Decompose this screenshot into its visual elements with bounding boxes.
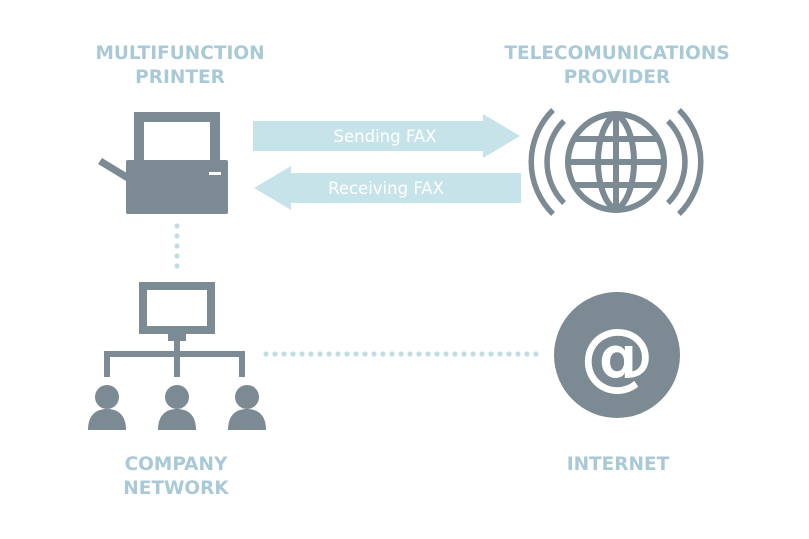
receiving-fax-arrow: Receiving FAX (254, 166, 521, 210)
printer-network-link (174, 223, 180, 269)
connector-dot (425, 351, 431, 357)
sending-fax-label: Sending FAX (334, 127, 437, 146)
provider-heading-line2: PROVIDER (564, 67, 670, 88)
connector-dot (389, 351, 395, 357)
connector-dot (515, 351, 521, 357)
connector-dot (479, 351, 485, 357)
sending-fax-arrow: Sending FAX (253, 114, 520, 158)
connector-dot (335, 351, 341, 357)
connector-dot (443, 351, 449, 357)
connector-dot (461, 351, 467, 357)
printer-heading-line1: MULTIFUNCTION (95, 43, 264, 64)
connector-dot (299, 351, 305, 357)
connector-dot (398, 351, 404, 357)
connector-dot (407, 351, 413, 357)
network-users-icon (88, 282, 266, 430)
connector-dot (326, 351, 332, 357)
network-internet-link (263, 351, 539, 357)
user-icon-left (88, 385, 126, 430)
printer-heading: MULTIFUNCTION PRINTER (95, 43, 264, 88)
connector-dot (263, 351, 269, 357)
user-icon-right (228, 385, 266, 430)
network-heading-line1: COMPANY (125, 454, 228, 475)
user-icon-middle (158, 385, 196, 430)
connector-dot (524, 351, 530, 357)
provider-heading-line1: TELECOMUNICATIONS (504, 43, 729, 64)
connector-dot (434, 351, 440, 357)
globe-signal-icon (528, 108, 704, 216)
connector-dot (362, 351, 368, 357)
connector-dot (317, 351, 323, 357)
connector-dot (506, 351, 512, 357)
at-sign-glyph: @ (580, 313, 654, 399)
connector-dot (308, 351, 314, 357)
connector-dot (497, 351, 503, 357)
connector-dot (353, 351, 359, 357)
receiving-fax-label: Receiving FAX (328, 179, 444, 198)
connector-dot (290, 351, 296, 357)
connector-dot (416, 351, 422, 357)
connector-dot (281, 351, 287, 357)
internet-heading: INTERNET (567, 454, 670, 475)
connector-dot (470, 351, 476, 357)
printer-icon (98, 112, 228, 214)
network-heading: COMPANY NETWORK (123, 454, 229, 499)
connector-dot (272, 351, 278, 357)
printer-heading-line2: PRINTER (135, 67, 225, 88)
network-heading-line2: NETWORK (123, 478, 229, 499)
connector-dot (533, 351, 539, 357)
at-sign-icon: @ (554, 292, 680, 418)
internet-heading-line1: INTERNET (567, 454, 670, 475)
connector-dot (380, 351, 386, 357)
connector-dot (344, 351, 350, 357)
connector-dot (488, 351, 494, 357)
provider-heading: TELECOMUNICATIONS PROVIDER (504, 43, 729, 88)
connector-dot (452, 351, 458, 357)
connector-dot (371, 351, 377, 357)
